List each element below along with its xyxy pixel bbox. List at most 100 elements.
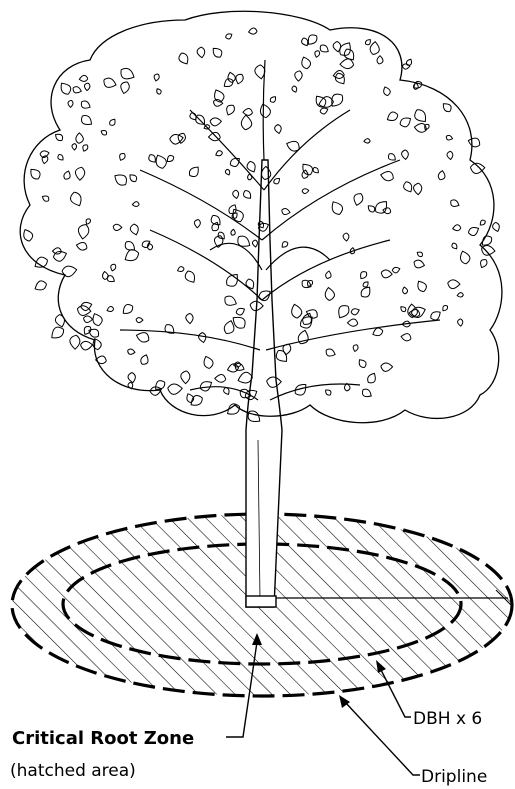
leaf [125, 250, 138, 261]
leaf [142, 241, 150, 248]
leaf [209, 132, 221, 140]
leaf [189, 167, 198, 176]
leaf [84, 83, 89, 91]
dbh-x6-label: DBH x 6 [413, 709, 482, 729]
leaf [431, 312, 441, 320]
branch [150, 230, 262, 300]
leaf [123, 305, 132, 314]
leaf [55, 315, 64, 327]
leaf [52, 327, 64, 338]
leaf [332, 94, 343, 106]
leaf [481, 260, 487, 268]
leaf [260, 104, 270, 118]
leaf [351, 309, 359, 315]
branch [262, 160, 400, 240]
branch [270, 384, 360, 400]
leaf [216, 151, 223, 156]
leaf [368, 206, 374, 212]
leaf [81, 101, 90, 108]
leaf [190, 113, 196, 120]
leaf [53, 248, 62, 254]
leaf [107, 306, 114, 311]
leaf [236, 74, 243, 84]
leaf [84, 316, 93, 322]
leaf [453, 225, 461, 231]
leaf [238, 236, 250, 246]
leaf [228, 364, 239, 372]
leaf [255, 65, 265, 79]
leaf [359, 360, 366, 368]
leaf [225, 296, 236, 305]
leaf [247, 161, 255, 172]
leaf [406, 59, 411, 65]
leaf [120, 153, 125, 160]
leaf [348, 319, 358, 326]
branch [140, 170, 262, 240]
leaf [363, 282, 368, 287]
leaf [401, 334, 411, 341]
leaf [302, 189, 309, 194]
leaf [292, 86, 297, 92]
leaf [128, 373, 135, 383]
leaf [388, 154, 395, 160]
leaf [31, 169, 40, 179]
leaf [93, 314, 102, 326]
leaf [415, 110, 426, 122]
leaf [167, 156, 173, 162]
leaf [448, 280, 460, 289]
leaf [361, 272, 367, 279]
leaf [136, 318, 143, 323]
leaf [61, 83, 71, 94]
leaf [302, 57, 311, 69]
leaf [231, 229, 235, 235]
leaf [370, 42, 379, 55]
leaf [77, 242, 87, 250]
leaf [344, 49, 353, 60]
leaf [276, 351, 286, 362]
leaf [313, 167, 318, 172]
leaf [418, 281, 427, 291]
leaf [70, 192, 81, 206]
leaf [302, 38, 308, 46]
leaf [83, 145, 88, 151]
leaf [362, 389, 371, 396]
leaf [292, 304, 302, 318]
leaf [339, 306, 349, 318]
leaf [414, 260, 424, 268]
leaf [181, 371, 190, 384]
leaf [414, 183, 422, 195]
leaf [110, 119, 115, 125]
leaf [35, 281, 46, 290]
leaf [447, 151, 453, 159]
leaf [326, 390, 331, 395]
leaf [104, 78, 116, 87]
leaf [156, 155, 166, 168]
leaf [320, 108, 328, 114]
leaf [70, 335, 80, 349]
leaf [387, 112, 397, 120]
leaf [225, 169, 229, 175]
leaf [275, 124, 282, 133]
leaf [179, 53, 188, 64]
leaf [178, 133, 185, 143]
leaf [185, 271, 194, 282]
dripline-label: Dripline [421, 767, 487, 787]
leaf [75, 167, 84, 180]
leaf [128, 349, 135, 354]
leaf [368, 373, 376, 382]
leaf [340, 59, 354, 69]
leaf [68, 100, 73, 107]
leaf [438, 171, 445, 180]
leaf [295, 71, 302, 81]
leaf [493, 222, 500, 231]
leaf [452, 243, 457, 249]
leaf [249, 28, 258, 34]
leaf [157, 89, 161, 94]
leaf [458, 319, 463, 326]
leaf [469, 228, 479, 236]
leaf [361, 287, 370, 297]
leaf [43, 196, 49, 201]
dripline-leader [345, 702, 420, 775]
tree-branches [120, 60, 440, 400]
